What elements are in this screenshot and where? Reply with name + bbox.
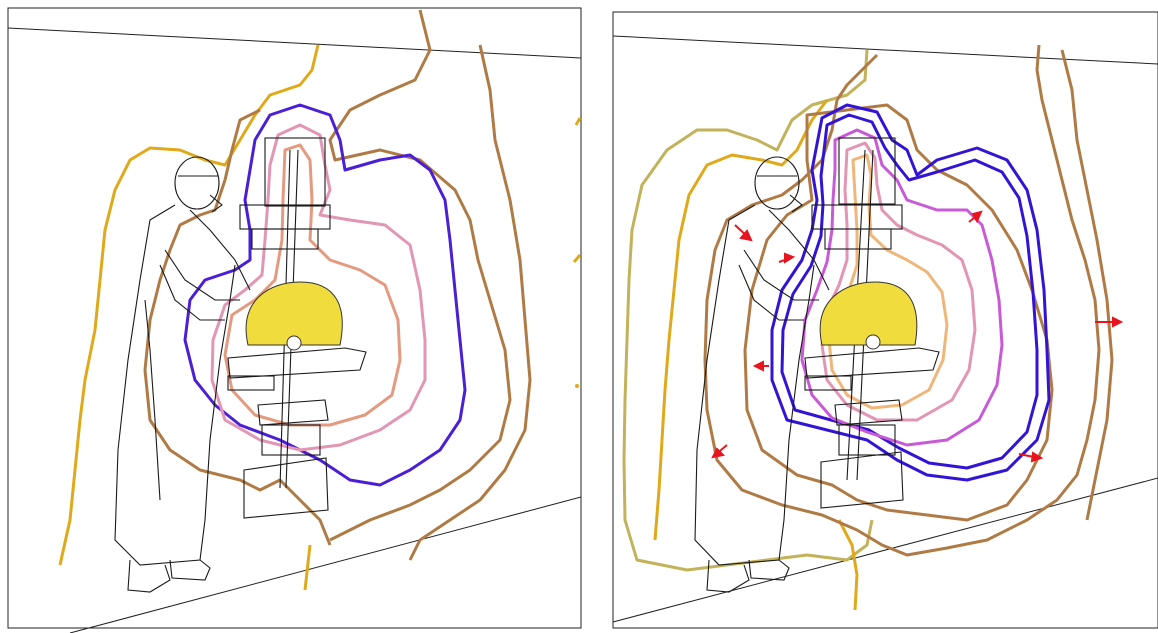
contour-gold-edge-mid — [572, 254, 582, 263]
isocenter-marker — [286, 335, 302, 351]
panel-right-dose-map — [607, 0, 1158, 633]
contour-peach — [827, 153, 949, 410]
patient-torso — [819, 281, 918, 346]
frame-border — [612, 11, 1158, 629]
contour-inner-brown — [143, 108, 332, 546]
isocenter-marker — [865, 334, 881, 350]
detector-body — [838, 424, 896, 456]
contour-outer-brown — [328, 9, 532, 561]
contour-blue-inner — [780, 113, 1039, 470]
detector-panel — [243, 457, 329, 519]
contour-inner-brown — [743, 103, 1054, 522]
contour-gold — [653, 99, 859, 611]
contour-magenta — [800, 128, 1004, 447]
ceiling-line — [612, 35, 1158, 65]
detector-body — [261, 424, 321, 456]
contour-gold-edge-dot — [575, 384, 579, 388]
operator-figure — [694, 156, 830, 593]
detector-panel — [820, 451, 904, 509]
xray-tube-housing — [264, 137, 326, 207]
contour-olive — [622, 49, 874, 572]
shift-arrow — [778, 252, 796, 264]
patient-table — [804, 347, 940, 379]
contour-gold — [58, 44, 320, 591]
patient-table — [227, 347, 367, 379]
contour-salmon — [223, 143, 402, 427]
floor-line — [612, 477, 1158, 623]
left-diagram — [7, 7, 582, 633]
contour-pink — [210, 123, 427, 452]
table-base — [227, 375, 275, 391]
shift-arrow — [1095, 316, 1124, 328]
contour-outer-brown — [703, 44, 1114, 557]
xray-tube-housing — [838, 137, 896, 205]
shift-arrow — [968, 210, 983, 224]
shift-arrow — [711, 444, 728, 459]
right-diagram — [612, 11, 1158, 629]
ceiling-line — [7, 27, 582, 59]
detector-top — [257, 399, 329, 426]
contour-gold-edge-top — [574, 117, 582, 126]
table-base — [804, 375, 852, 391]
contour-pink — [820, 141, 977, 422]
shift-arrow — [752, 360, 769, 372]
floor-line — [69, 496, 582, 633]
contour-blue — [770, 103, 1051, 482]
collimator-lower — [251, 228, 319, 250]
detector-top — [834, 399, 903, 426]
panel-left-dose-map — [7, 7, 582, 633]
shift-arrow — [734, 224, 753, 242]
frame-border — [7, 7, 582, 629]
patient-torso — [245, 281, 343, 346]
collimator-lower — [824, 228, 892, 250]
shift-arrow — [1018, 451, 1044, 463]
shift-arrows — [711, 210, 1124, 463]
contour-blue — [183, 103, 467, 487]
collimator-upper — [239, 204, 331, 230]
operator-figure — [114, 156, 251, 593]
